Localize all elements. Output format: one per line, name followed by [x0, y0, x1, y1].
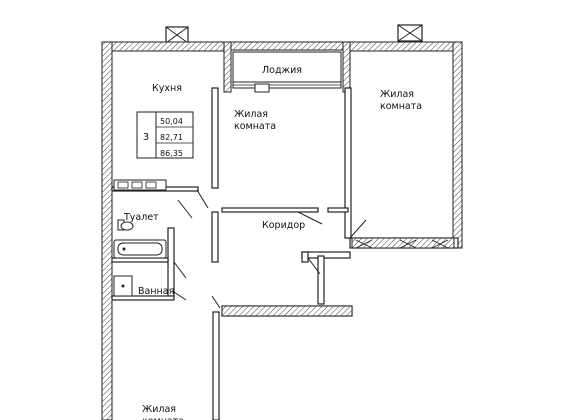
vent-right	[397, 24, 423, 42]
total-area-with-loggia: 86,35	[160, 149, 183, 158]
total-area: 82,71	[160, 133, 183, 142]
area-summary: 3 50,04 82,71 86,35	[136, 111, 194, 159]
corridor-label: Коридор	[262, 220, 305, 231]
toilet-label: Туалет	[123, 212, 159, 223]
exterior-walls	[101, 41, 463, 420]
living-area: 50,04	[160, 117, 183, 126]
bathroom-label: Ванная	[138, 286, 174, 297]
partition-crosses	[355, 239, 449, 249]
kitchen-label: Кухня	[152, 83, 182, 94]
kitchen-counter	[113, 179, 167, 191]
doors	[173, 189, 367, 309]
room-count: 3	[143, 132, 149, 143]
toilet-fixture	[117, 219, 134, 231]
vent-left	[165, 26, 189, 44]
bathtub	[113, 239, 167, 259]
loggia-label: Лоджия	[262, 65, 302, 76]
loggia	[232, 51, 342, 93]
hatched-partitions	[221, 237, 455, 317]
sink	[113, 275, 133, 297]
